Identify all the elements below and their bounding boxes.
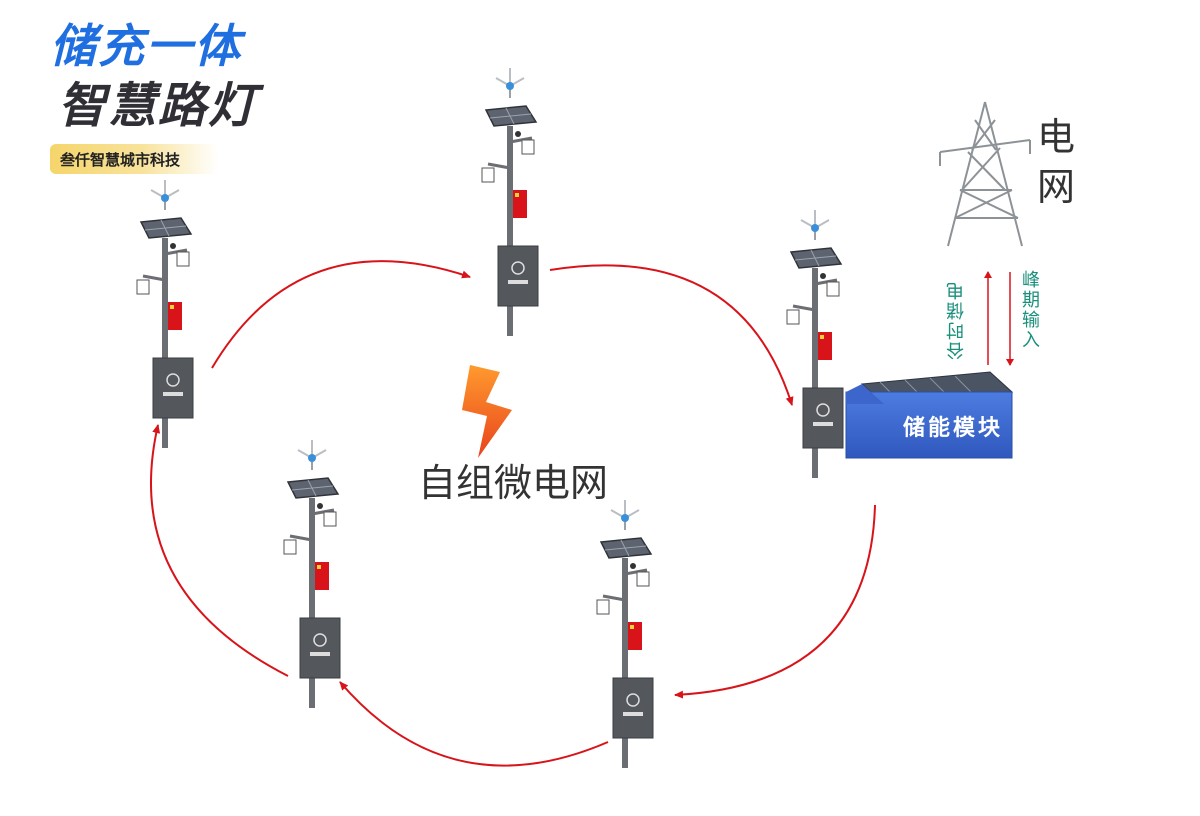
lightning-bolt-icon bbox=[462, 365, 512, 458]
grid-label: 电网 bbox=[1036, 115, 1075, 209]
street-light-bottom-right bbox=[595, 498, 655, 770]
flow-arrow-bottomright-to-bottomleft bbox=[339, 681, 609, 767]
tagline-background bbox=[50, 144, 218, 174]
flow-arrow-bottomleft-to-left bbox=[150, 424, 289, 677]
flow-arrow-right-to-bottomright bbox=[674, 504, 876, 699]
street-light-left bbox=[135, 178, 195, 450]
title-line-2: 智慧路灯 bbox=[58, 78, 259, 134]
storage-module-label: 储能模块 bbox=[903, 416, 1004, 441]
street-light-bottom-left bbox=[282, 438, 342, 710]
flow-arrow-left-to-top bbox=[211, 260, 471, 369]
flow-label-peak-input: 峰期输入 bbox=[1019, 270, 1040, 350]
flow-label-offpeak-storage: 谷时储电 bbox=[946, 280, 967, 360]
street-light-right bbox=[785, 208, 845, 480]
flow-arrow-top-to-right bbox=[549, 264, 794, 406]
power-tower-icon bbox=[939, 101, 1031, 247]
storage-container bbox=[845, 371, 1014, 459]
company-tagline: 叁仟智慧城市科技 bbox=[60, 151, 181, 169]
street-light-top bbox=[480, 66, 540, 338]
microgrid-label: 自组微电网 bbox=[418, 461, 609, 505]
title-line-1: 储充一体 bbox=[50, 19, 242, 73]
